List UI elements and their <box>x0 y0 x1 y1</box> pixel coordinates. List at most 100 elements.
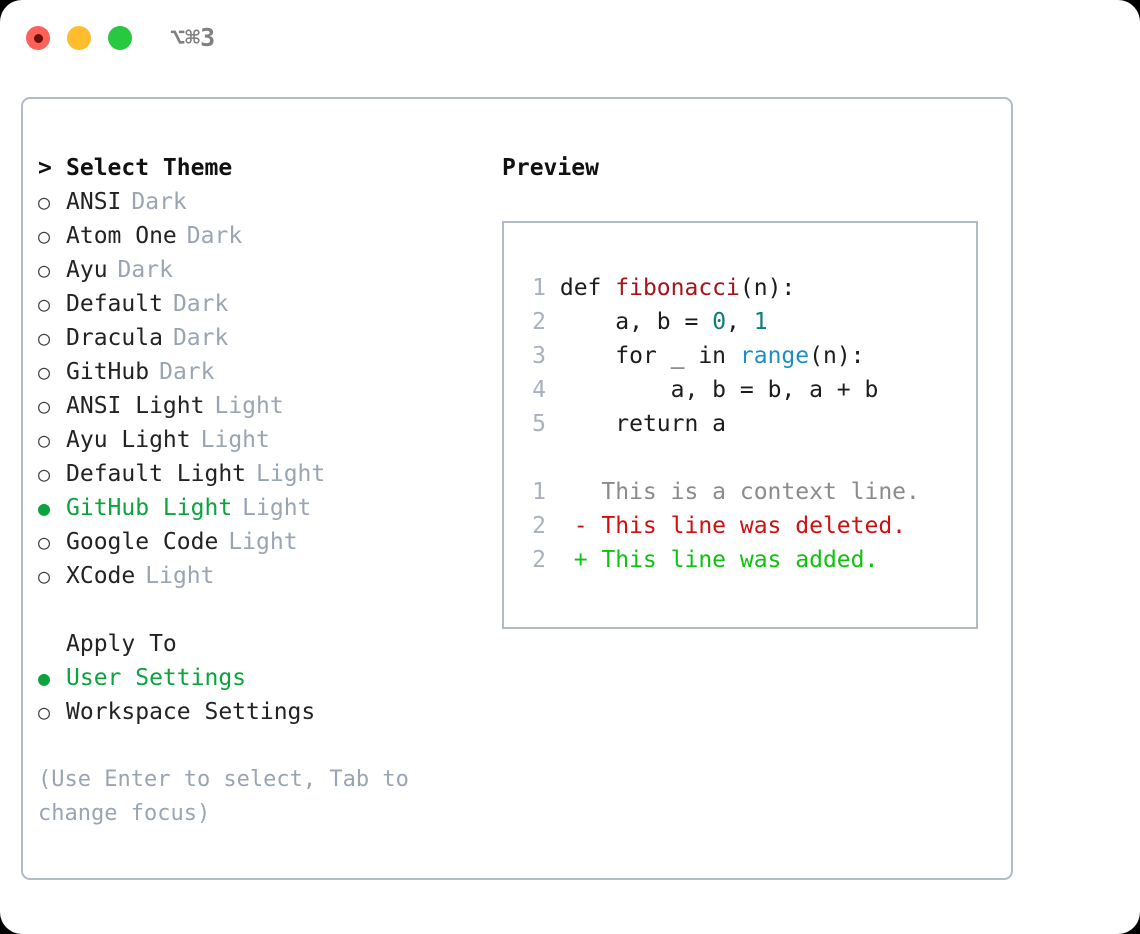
theme-option-label: Dracula <box>66 325 163 351</box>
radio-unselected-icon: ○ <box>38 530 51 554</box>
theme-variant-tag: Light <box>145 563 215 589</box>
theme-option-label: ANSI <box>66 189 122 215</box>
code-line: 2 a, b = 0, 1 <box>520 305 920 339</box>
theme-option-xcode[interactable]: ○ XCode Light <box>38 559 488 593</box>
apply-to-option-label: Workspace Settings <box>66 699 316 725</box>
code-token: (n): <box>809 343 865 369</box>
list-spacer <box>38 593 488 627</box>
apply-to-list: ●User Settings○Workspace Settings <box>38 661 488 729</box>
apply-to-option-workspace-settings[interactable]: ○Workspace Settings <box>38 695 488 729</box>
radio-selected-icon: ● <box>38 496 51 520</box>
apply-to-option-user-settings[interactable]: ●User Settings <box>38 661 488 695</box>
code-line: 5 return a <box>520 407 920 441</box>
radio-unselected-icon: ○ <box>38 190 51 214</box>
code-gutter-space <box>546 275 560 301</box>
select-theme-title: Select Theme <box>66 155 233 181</box>
maximize-window-button[interactable] <box>108 26 132 50</box>
line-number: 4 <box>532 377 546 403</box>
radio-unselected-icon: ○ <box>38 394 51 418</box>
code-token: fibonacci <box>615 275 740 301</box>
line-number: 1 <box>532 275 546 301</box>
code-token: def <box>559 275 616 301</box>
theme-option-ayu[interactable]: ○ Ayu Dark <box>38 253 488 287</box>
diff-line: 2 - This line was deleted. <box>520 509 920 543</box>
theme-option-dracula[interactable]: ○ Dracula Dark <box>38 321 488 355</box>
radio-unselected-icon: ○ <box>38 258 51 282</box>
radio-unselected-icon: ○ <box>38 360 51 384</box>
line-number: 5 <box>532 411 546 437</box>
theme-option-ayu-light[interactable]: ○ Ayu Light Light <box>38 423 488 457</box>
traffic-light-controls <box>26 26 132 50</box>
diff-line-number: 1 <box>532 479 546 505</box>
radio-unselected-icon: ○ <box>38 462 51 486</box>
code-token: (n): <box>739 275 796 301</box>
theme-variant-tag: Light <box>242 495 312 521</box>
minimize-window-button[interactable] <box>67 26 91 50</box>
preview-column: Preview 1 def fibonacci(n):2 a, b = 0, 1… <box>502 151 992 629</box>
code-token: 0 <box>712 309 727 335</box>
diff-marker: + <box>546 547 588 573</box>
code-line: 4 a, b = b, a + b <box>520 373 920 407</box>
code-gutter-space <box>546 377 560 403</box>
radio-unselected-icon: ○ <box>38 326 51 350</box>
prompt-caret-icon: > <box>38 155 52 181</box>
diff-text: This is a context line. <box>587 479 920 505</box>
code-gutter-space <box>546 309 560 335</box>
code-line: 3 for _ in range(n): <box>520 339 920 373</box>
theme-variant-tag: Dark <box>131 189 187 215</box>
diff-line-number: 2 <box>532 513 546 539</box>
line-number: 3 <box>532 343 546 369</box>
code-token: 1 <box>753 309 768 335</box>
diff-line: 1 This is a context line. <box>520 475 920 509</box>
theme-variant-tag: Dark <box>186 223 243 249</box>
line-number: 2 <box>532 309 546 335</box>
theme-variant-tag: Light <box>214 393 284 419</box>
diff-text: This line was added. <box>587 547 879 573</box>
apply-to-title: Apply To <box>66 631 177 657</box>
keyboard-hint-text: (Use Enter to select, Tab to change focu… <box>38 767 409 826</box>
theme-option-label: Ayu <box>66 257 108 283</box>
select-theme-header: > Select Theme <box>38 151 488 185</box>
theme-option-label: XCode <box>66 563 136 589</box>
diff-text: This line was deleted. <box>587 513 907 539</box>
theme-option-ansi[interactable]: ○ ANSI Dark <box>38 185 488 219</box>
radio-unselected-icon: ○ <box>38 428 51 452</box>
radio-unselected-icon: ○ <box>38 224 51 248</box>
diff-line-number: 2 <box>532 547 546 573</box>
preview-title: Preview <box>502 155 599 181</box>
theme-variant-tag: Dark <box>117 257 173 283</box>
radio-unselected-icon: ○ <box>38 564 51 588</box>
theme-option-github[interactable]: ○ GitHub Dark <box>38 355 488 389</box>
code-gutter-space <box>546 411 560 437</box>
title-bar: ⌥⌘3 <box>0 0 1140 78</box>
theme-option-label: GitHub Light <box>66 495 233 521</box>
theme-option-github-light[interactable]: ● GitHub Light Light <box>38 491 488 525</box>
theme-variant-tag: Light <box>200 427 270 453</box>
diff-line: 2 + This line was added. <box>520 543 920 577</box>
theme-variant-tag: Dark <box>159 359 215 385</box>
theme-option-label: GitHub <box>66 359 150 385</box>
code-line: 1 def fibonacci(n): <box>520 271 920 305</box>
apply-to-header: Apply To <box>38 627 488 661</box>
code-gutter-space <box>546 343 560 369</box>
theme-option-label: Ayu Light <box>66 427 191 453</box>
theme-variant-tag: Dark <box>172 291 229 317</box>
code-diff-separator <box>520 441 920 475</box>
theme-variant-tag: Light <box>256 461 326 487</box>
close-window-button[interactable] <box>26 26 50 50</box>
theme-variant-tag: Light <box>228 529 298 555</box>
code-token: range <box>739 343 810 369</box>
code-token: a, b = b, a + b <box>559 377 879 403</box>
theme-variant-tag: Dark <box>172 325 229 351</box>
radio-selected-icon: ● <box>38 666 51 690</box>
